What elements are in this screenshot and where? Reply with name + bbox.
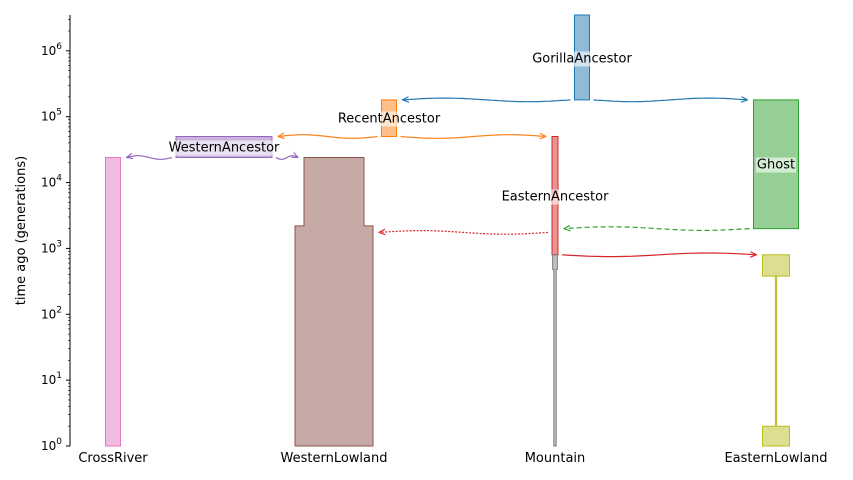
deme-label-layer: GorillaAncestorRecentAncestorWesternAnce… xyxy=(167,51,797,205)
migration-EasternAncestor-to-EasternLowland xyxy=(561,253,757,257)
y-tick-label: 105 xyxy=(41,108,62,124)
label-bg-RecentAncestor xyxy=(336,111,442,127)
x-tick-label-CrossRiver: CrossRiver xyxy=(78,451,148,466)
deme-shape-CrossRiver xyxy=(105,157,121,447)
x-tick-label-EasternLowland: EasternLowland xyxy=(724,451,827,466)
deme-label-Ghost: Ghost xyxy=(757,158,795,173)
label-group-Ghost: Ghost xyxy=(755,157,797,173)
deme-WesternLowland xyxy=(294,157,374,447)
y-tick-label: 106 xyxy=(41,42,62,58)
deme-shape-EasternLowland xyxy=(762,254,790,447)
label-group-WesternAncestor: WesternAncestor xyxy=(167,140,282,156)
deme-Mountain xyxy=(552,254,558,447)
migration-WesternAncestor-to-WesternLowland xyxy=(275,156,298,160)
deme-shape-Mountain xyxy=(552,254,558,447)
deme-shape-WesternLowland xyxy=(294,157,374,447)
label-bg-EasternAncestor xyxy=(500,189,611,205)
y-tick-label: 104 xyxy=(41,174,62,190)
x-tick-label-Mountain: Mountain xyxy=(525,451,586,466)
label-group-GorillaAncestor: GorillaAncestor xyxy=(531,51,634,67)
y-tick-label: 103 xyxy=(41,239,62,255)
migration-GorillaAncestor-to-RecentAncestor xyxy=(403,98,571,102)
y-ticks: 100 101 102 103 104 105 106 xyxy=(41,19,70,453)
label-bg-WesternAncestor xyxy=(167,140,282,156)
x-tick-label-WesternLowland: WesternLowland xyxy=(281,451,388,466)
deme-label-RecentAncestor: RecentAncestor xyxy=(338,112,441,127)
label-bg-GorillaAncestor xyxy=(531,51,634,67)
y-tick-label: 101 xyxy=(41,371,62,387)
y-axis: 100 101 102 103 104 105 106 time ago (generati… xyxy=(14,15,71,453)
migration-layer xyxy=(127,98,757,257)
x-tick-labels: CrossRiver WesternLowland Mountain EasternL… xyxy=(78,451,827,466)
migration-RecentAncestor-to-WesternAncestor xyxy=(278,135,378,139)
label-group-RecentAncestor: RecentAncestor xyxy=(336,111,442,127)
migration-GorillaAncestor-to-Ghost xyxy=(593,98,748,102)
deme-label-GorillaAncestor: GorillaAncestor xyxy=(532,52,632,67)
label-group-EasternAncestor: EasternAncestor xyxy=(500,189,611,205)
deme-CrossRiver xyxy=(105,157,121,447)
deme-EasternLowland xyxy=(762,254,790,447)
deme-label-EasternAncestor: EasternAncestor xyxy=(502,190,610,205)
migration-RecentAncestor-to-EasternAncestor xyxy=(400,135,547,139)
deme-layer xyxy=(105,14,799,447)
deme-label-WesternAncestor: WesternAncestor xyxy=(169,141,280,156)
y-axis-label: time ago (generations) xyxy=(14,156,29,305)
y-tick-label: 102 xyxy=(41,305,62,321)
migration-WesternAncestor-to-CrossRiver xyxy=(127,156,173,160)
migration-Ghost-to-EasternAncestor xyxy=(564,227,750,231)
label-bg-Ghost xyxy=(755,157,797,173)
y-tick-label: 100 xyxy=(41,437,62,453)
migration-EasternAncestor-to-WesternLowland xyxy=(379,231,549,235)
